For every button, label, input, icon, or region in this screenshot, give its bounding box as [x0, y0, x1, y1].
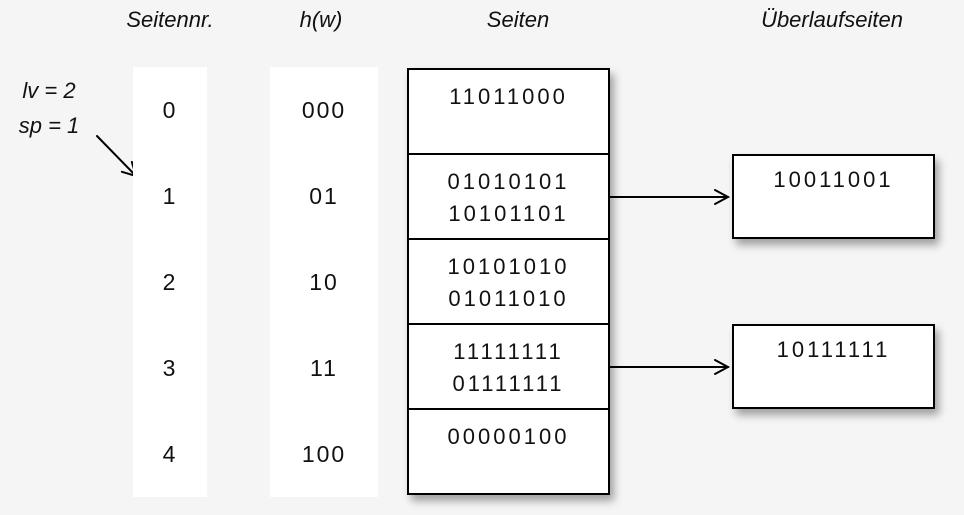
hash-2: 10 — [309, 268, 339, 295]
overflow-page-bucket-3: 10111111 — [732, 324, 935, 409]
overflow-arrow-bucket-1 — [609, 189, 731, 205]
hash-3: 11 — [310, 354, 338, 381]
header-hw: h(w) — [299, 7, 343, 32]
seitennr-3: 3 — [162, 354, 178, 381]
header-seitennr: Seitennr. — [126, 7, 214, 32]
page-bucket-2: 10101010 01011010 — [409, 240, 608, 325]
page-entry: 11011000 — [449, 84, 568, 109]
overflow-entry: 10111111 — [776, 337, 891, 362]
header-seiten: Seiten — [486, 7, 550, 32]
hash-4: 100 — [301, 440, 347, 467]
seitennr-0: 0 — [162, 96, 178, 123]
overflow-arrow-bucket-3 — [609, 359, 731, 375]
seitennr-2: 2 — [162, 268, 178, 295]
page-entry: 11111111 — [453, 339, 564, 364]
page-entry: 01111111 — [452, 371, 565, 396]
page-bucket-3: 11111111 01111111 — [409, 325, 608, 410]
page-entry: 10101010 — [447, 254, 570, 279]
overflow-entry: 10011001 — [773, 167, 894, 192]
overflow-page-bucket-1: 10011001 — [732, 154, 935, 239]
page-entry: 10101101 — [448, 201, 569, 226]
hash-0: 000 — [301, 96, 347, 123]
seitennr-4: 4 — [162, 440, 178, 467]
header-ueberlaufseiten: Überlaufseiten — [761, 7, 903, 32]
page-entry: 01011010 — [448, 286, 569, 311]
column-hw: 000 01 10 11 100 — [270, 67, 378, 497]
seitennr-1: 1 — [162, 182, 178, 209]
page-bucket-1: 01010101 10101101 — [409, 155, 608, 240]
page-bucket-0: 11011000 — [409, 70, 608, 155]
hash-1: 01 — [309, 182, 339, 209]
page-entry: 00000100 — [447, 424, 570, 449]
annotation-lv: lv = 2 — [22, 78, 76, 103]
column-seitennr: 0 1 2 3 4 — [133, 67, 207, 497]
page-entry: 01010101 — [447, 169, 570, 194]
pages-table: 11011000 01010101 10101101 10101010 0101… — [407, 68, 610, 495]
annotation-sp: sp = 1 — [18, 113, 80, 138]
page-bucket-4: 00000100 — [409, 410, 608, 493]
annotation-lv-sp: lv = 2 sp = 1 — [6, 73, 92, 143]
